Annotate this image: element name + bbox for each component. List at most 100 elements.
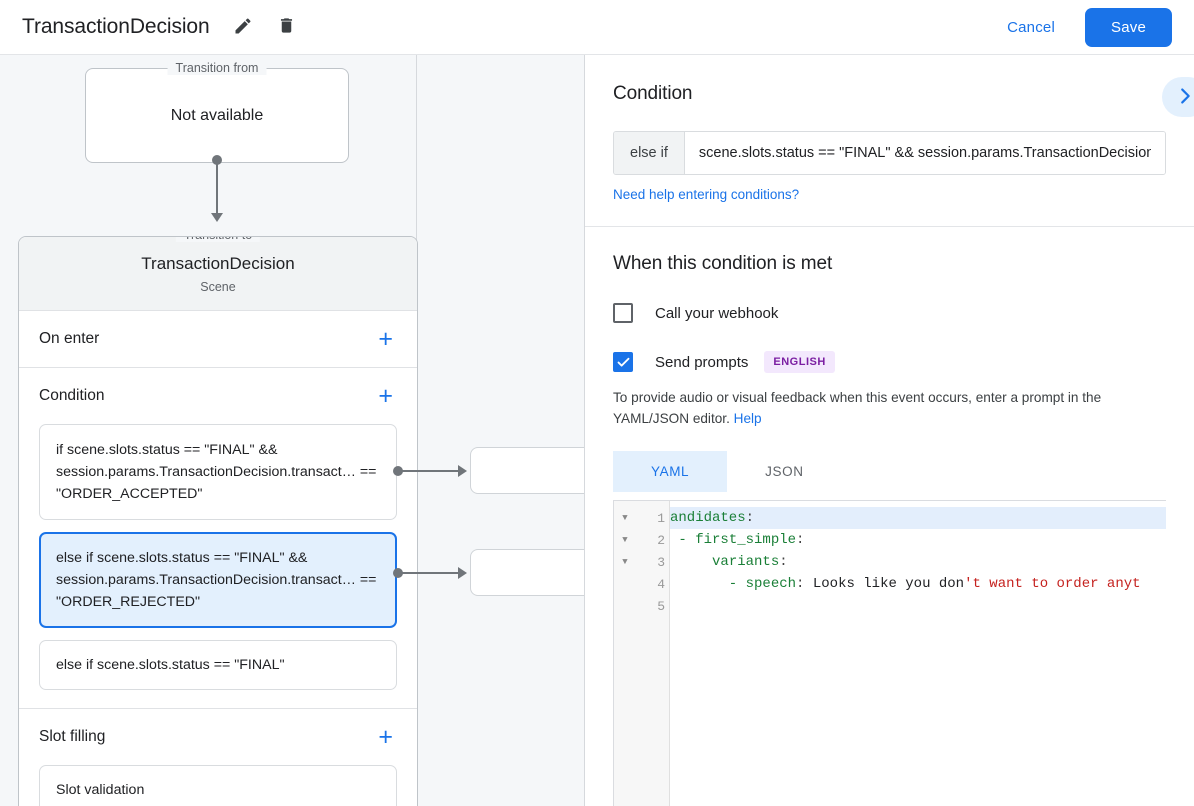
check-icon bbox=[617, 357, 629, 367]
section-slot-filling-title: Slot filling bbox=[39, 728, 106, 745]
scene-type: Scene bbox=[200, 280, 236, 294]
code-token: : bbox=[745, 510, 755, 526]
condition-item[interactable]: if scene.slots.status == "FINAL" && sess… bbox=[39, 424, 397, 520]
add-on-enter-button[interactable]: + bbox=[374, 326, 397, 352]
trash-icon bbox=[277, 16, 296, 38]
send-prompts-row: Send prompts ENGLISH bbox=[613, 351, 1166, 373]
prompts-helper-body: To provide audio or visual feedback when… bbox=[613, 390, 1102, 426]
condition-connector-arrow-2 bbox=[458, 567, 467, 579]
section-condition-title: Condition bbox=[39, 387, 105, 404]
prompts-help-link[interactable]: Help bbox=[733, 411, 762, 426]
transition-from-value: Not available bbox=[170, 106, 264, 124]
pencil-icon bbox=[233, 16, 253, 39]
top-bar: TransactionDecision Cancel Save bbox=[0, 0, 1194, 55]
condition-item[interactable]: else if scene.slots.status == "FINAL" bbox=[39, 640, 397, 690]
details-panel: Condition else if Need help entering con… bbox=[584, 55, 1194, 806]
transition-from-legend: Transition from bbox=[167, 61, 267, 75]
editor-line-number: 1 bbox=[657, 510, 665, 526]
cancel-button[interactable]: Cancel bbox=[993, 10, 1069, 45]
when-condition-heading: When this condition is met bbox=[613, 253, 833, 274]
code-token: first_simple bbox=[695, 532, 797, 548]
send-prompts-label: Send prompts bbox=[655, 353, 749, 371]
save-button[interactable]: Save bbox=[1085, 7, 1172, 47]
fold-toggle-icon[interactable]: ▼ bbox=[622, 512, 628, 523]
chevron-right-icon bbox=[1174, 85, 1194, 110]
code-token: andidates bbox=[670, 510, 746, 526]
send-prompts-checkbox[interactable] bbox=[613, 352, 633, 372]
editor-gutter-row: ▼3 bbox=[614, 551, 669, 573]
code-token: speech bbox=[745, 576, 797, 592]
editor-gutter-row: ▼2 bbox=[614, 529, 669, 551]
expand-panel-button[interactable] bbox=[1162, 77, 1194, 117]
editor-line-number: 2 bbox=[657, 532, 665, 548]
delete-button[interactable] bbox=[270, 10, 304, 44]
code-token: 't want to order anyt bbox=[964, 576, 1141, 592]
editor-code-line[interactable] bbox=[670, 595, 1166, 617]
editor-code-line[interactable]: andidates: bbox=[670, 507, 1166, 529]
editor-gutter-row: 4 bbox=[614, 573, 669, 595]
webhook-row: Call your webhook bbox=[613, 303, 1166, 323]
editor-line-number: 4 bbox=[657, 576, 665, 592]
prompts-helper-text: To provide audio or visual feedback when… bbox=[613, 387, 1166, 429]
editor-gutter-row: ▼1 bbox=[614, 507, 669, 529]
connector-arrow-down bbox=[211, 213, 223, 222]
section-condition-header: Condition + bbox=[39, 368, 397, 424]
section-slot-filling: Slot filling + Slot validation bbox=[19, 709, 417, 806]
editor-format-tabs: YAML JSON bbox=[613, 451, 1166, 492]
transition-from-card[interactable]: Transition from Not available bbox=[85, 61, 349, 163]
connector-line-vertical bbox=[216, 160, 218, 220]
code-token: Looks like you don bbox=[812, 576, 965, 592]
editor-code-area[interactable]: andidates: - first_simple: variants: - s… bbox=[670, 501, 1166, 806]
condition-connector-arrow-1 bbox=[458, 465, 467, 477]
scene-card: Transition to TransactionDecision Scene … bbox=[18, 236, 418, 806]
fold-toggle-icon[interactable]: ▼ bbox=[622, 534, 628, 545]
editor-line-number: 5 bbox=[657, 598, 665, 614]
editor-code-line[interactable]: - speech: Looks like you don't want to o… bbox=[670, 573, 1166, 595]
code-token: : bbox=[796, 532, 805, 548]
editor-code-line[interactable]: - first_simple: bbox=[670, 529, 1166, 551]
call-webhook-checkbox[interactable] bbox=[613, 303, 633, 323]
editor-line-number: 3 bbox=[657, 554, 665, 570]
edit-name-button[interactable] bbox=[226, 10, 260, 44]
slot-validation-item[interactable]: Slot validation bbox=[39, 765, 397, 806]
editor-code-line[interactable]: variants: bbox=[670, 551, 1166, 573]
condition-prefix-label: else if bbox=[614, 132, 685, 174]
condition-section: Condition else if Need help entering con… bbox=[585, 55, 1194, 226]
section-on-enter-header: On enter + bbox=[39, 311, 397, 367]
target-node-1[interactable] bbox=[470, 447, 584, 494]
tab-yaml[interactable]: YAML bbox=[613, 451, 728, 492]
scene-card-header[interactable]: Transition to TransactionDecision Scene bbox=[19, 237, 417, 311]
code-token: variants bbox=[712, 554, 780, 570]
section-condition: Condition + if scene.slots.status == "FI… bbox=[19, 368, 417, 709]
condition-connector-line-2 bbox=[398, 572, 460, 574]
tab-json[interactable]: JSON bbox=[727, 451, 841, 492]
code-token: - bbox=[670, 576, 746, 592]
graph-canvas: Transition from Not available Transition… bbox=[0, 55, 584, 806]
condition-input[interactable] bbox=[684, 132, 1165, 174]
scene-name: TransactionDecision bbox=[141, 254, 295, 273]
panel-divider bbox=[585, 226, 1194, 227]
code-token: : bbox=[779, 554, 788, 570]
condition-item-selected[interactable]: else if scene.slots.status == "FINAL" &&… bbox=[39, 532, 397, 628]
target-node-2[interactable] bbox=[470, 549, 584, 596]
condition-help-link[interactable]: Need help entering conditions? bbox=[613, 187, 800, 202]
language-badge: ENGLISH bbox=[764, 351, 835, 373]
editor-gutter-row: 5 bbox=[614, 595, 669, 617]
fold-toggle-icon[interactable]: ▼ bbox=[622, 556, 628, 567]
code-token bbox=[670, 554, 712, 570]
add-slot-filling-button[interactable]: + bbox=[374, 724, 397, 750]
condition-heading: Condition bbox=[613, 83, 693, 104]
section-on-enter: On enter + bbox=[19, 311, 417, 368]
transition-to-legend: Transition to bbox=[175, 237, 261, 242]
code-token: : bbox=[796, 576, 813, 592]
condition-input-row: else if bbox=[613, 131, 1166, 175]
section-on-enter-title: On enter bbox=[39, 330, 100, 347]
add-condition-button[interactable]: + bbox=[374, 383, 397, 409]
when-condition-met-section: When this condition is met Call your web… bbox=[585, 227, 1194, 806]
code-token: - bbox=[670, 532, 696, 548]
condition-connector-line-1 bbox=[398, 470, 460, 472]
call-webhook-label: Call your webhook bbox=[655, 304, 779, 322]
